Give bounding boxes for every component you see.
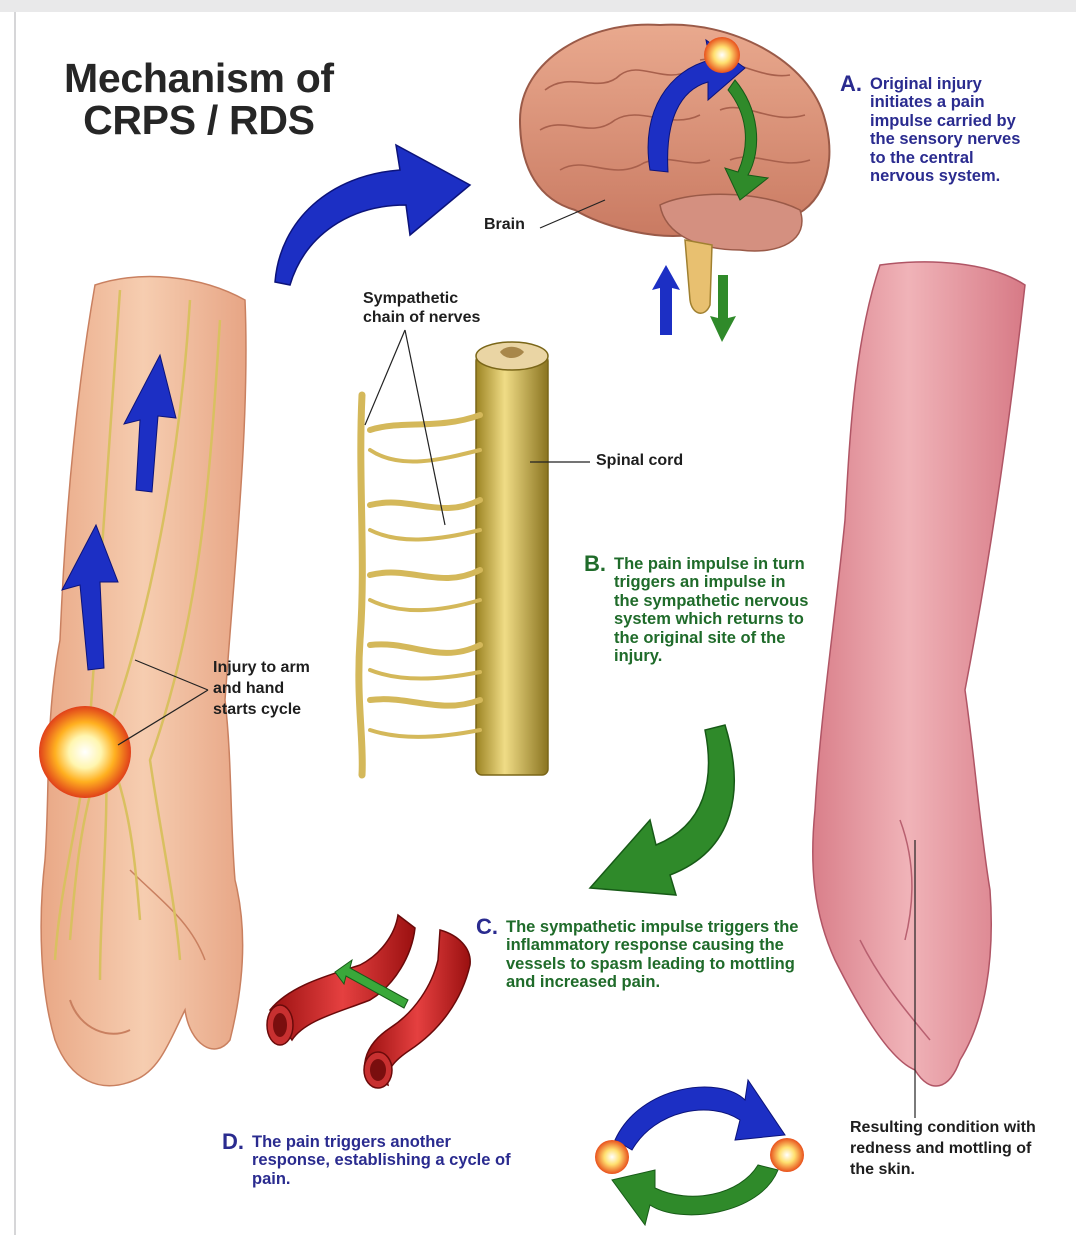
injury-label: Injury to arm and hand starts cycle bbox=[213, 658, 310, 720]
sympathetic-chain bbox=[359, 395, 480, 775]
injury-label-line-3: starts cycle bbox=[213, 700, 310, 721]
step-d-letter: D. bbox=[222, 1129, 244, 1154]
injury-label-line-1: Injury to arm bbox=[213, 658, 310, 679]
step-a-letter: A. bbox=[840, 71, 862, 96]
result-label: Resulting condition with redness and mot… bbox=[850, 1118, 1036, 1180]
brain-label: Brain bbox=[484, 216, 525, 234]
sympathetic-label: Sympathetic chain of nerves bbox=[363, 290, 480, 328]
result-label-line-3: the skin. bbox=[850, 1160, 1036, 1181]
step-b-text: The pain impulse in turn triggers an imp… bbox=[614, 555, 814, 666]
title-line-1: Mechanism of bbox=[64, 58, 334, 100]
result-label-line-1: Resulting condition with bbox=[850, 1118, 1036, 1139]
spinal-cord bbox=[476, 342, 548, 775]
step-a-text: Original injury initiates a pain impulse… bbox=[870, 75, 1040, 186]
step-d-text: The pain triggers another response, esta… bbox=[252, 1133, 522, 1188]
title-line-2: CRPS / RDS bbox=[64, 100, 334, 142]
sympathetic-return-arrow bbox=[590, 725, 734, 895]
step-c: C. The sympathetic impulse triggers the … bbox=[476, 915, 816, 992]
step-a: A. Original injury initiates a pain impu… bbox=[840, 72, 1040, 185]
sympathetic-label-line-2: chain of nerves bbox=[363, 309, 480, 328]
step-c-text: The sympathetic impulse triggers the inf… bbox=[506, 918, 816, 992]
spinal-cord-label: Spinal cord bbox=[596, 452, 683, 470]
sensory-arrow-to-brain bbox=[275, 145, 470, 285]
brain-illustration bbox=[520, 25, 829, 342]
injury-glow bbox=[39, 706, 131, 798]
result-label-line-2: redness and mottling of bbox=[850, 1139, 1036, 1160]
sympathetic-label-line-1: Sympathetic bbox=[363, 290, 480, 309]
step-c-letter: C. bbox=[476, 914, 498, 939]
pain-cycle bbox=[595, 1080, 804, 1225]
inflamed-arm bbox=[813, 262, 1025, 1086]
step-d: D. The pain triggers another response, e… bbox=[222, 1130, 522, 1188]
page-title: Mechanism of CRPS / RDS bbox=[64, 58, 334, 142]
injury-label-line-2: and hand bbox=[213, 679, 310, 700]
blood-vessels bbox=[267, 915, 470, 1088]
step-b-letter: B. bbox=[584, 551, 606, 576]
step-b: B. The pain impulse in turn triggers an … bbox=[584, 552, 814, 665]
